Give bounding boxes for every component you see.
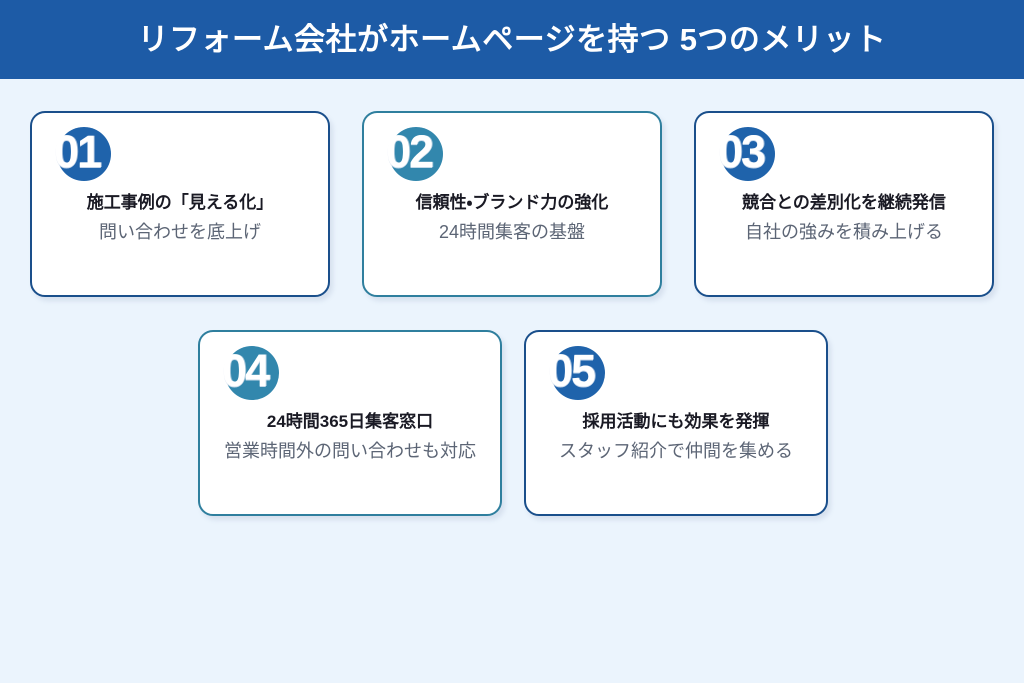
number-badge-05: 05 (548, 345, 605, 400)
merit-card-05[interactable]: 05 採用活動にも効果を発揮 スタッフ紹介で仲間を集める (524, 330, 828, 516)
card-text-block: 24時間365日集客窓口 営業時間外の問い合わせも対応 (200, 412, 500, 463)
badge-circle-icon (57, 127, 111, 181)
card-text-block: 施工事例の「見える化」 問い合わせを底上げ (32, 193, 328, 244)
number-badge-03: 03 (718, 126, 775, 181)
merit-card-02[interactable]: 02 信頼性・ブランド力の強化 24時間集客の基盤 (362, 111, 662, 297)
badge-circle-icon (389, 127, 443, 181)
card-text-block: 採用活動にも効果を発揮 スタッフ紹介で仲間を集める (526, 412, 826, 463)
card-title: 施工事例の「見える化」 (86, 193, 274, 212)
card-title: 採用活動にも効果を発揮 (582, 412, 770, 431)
card-subtitle: スタッフ紹介で仲間を集める (559, 441, 793, 462)
badge-number-label: 04 (222, 345, 270, 396)
card-subtitle: 問い合わせを底上げ (99, 222, 261, 243)
merit-card-01[interactable]: 01 施工事例の「見える化」 問い合わせを底上げ (30, 111, 330, 297)
badge-number-label: 02 (386, 126, 434, 177)
badge-circle-icon (551, 346, 605, 400)
card-row-top: 01 施工事例の「見える化」 問い合わせを底上げ 02 信頼性・ブランド力の強化… (30, 111, 994, 297)
card-row-bottom: 04 24時間365日集客窓口 営業時間外の問い合わせも対応 05 採用活動にも… (198, 330, 828, 516)
badge-number-label: 01 (54, 126, 102, 177)
badge-number-label: 05 (548, 345, 596, 396)
number-badge-02: 02 (386, 126, 443, 181)
number-badge-04: 04 (222, 345, 279, 400)
number-badge-01: 01 (54, 126, 111, 181)
header-band: リフォーム会社がホームページを持つ 5つのメリット (0, 0, 1024, 79)
card-subtitle: 自社の強みを積み上げる (745, 222, 943, 243)
card-title: 信頼性・ブランド力の強化 (415, 193, 609, 212)
card-title: 24時間365日集客窓口 (266, 412, 434, 431)
badge-circle-icon (721, 127, 775, 181)
card-title: 競合との差別化を継続発信 (742, 193, 946, 212)
card-text-block: 競合との差別化を継続発信 自社の強みを積み上げる (696, 193, 992, 244)
card-subtitle: 24時間集客の基盤 (438, 222, 586, 243)
page-title: リフォーム会社がホームページを持つ 5つのメリット (137, 22, 887, 57)
merit-card-03[interactable]: 03 競合との差別化を継続発信 自社の強みを積み上げる (694, 111, 994, 297)
badge-number-label: 03 (718, 126, 766, 177)
merit-card-04[interactable]: 04 24時間365日集客窓口 営業時間外の問い合わせも対応 (198, 330, 502, 516)
card-subtitle: 営業時間外の問い合わせも対応 (224, 441, 476, 462)
badge-circle-icon (225, 346, 279, 400)
card-text-block: 信頼性・ブランド力の強化 24時間集客の基盤 (364, 193, 660, 244)
